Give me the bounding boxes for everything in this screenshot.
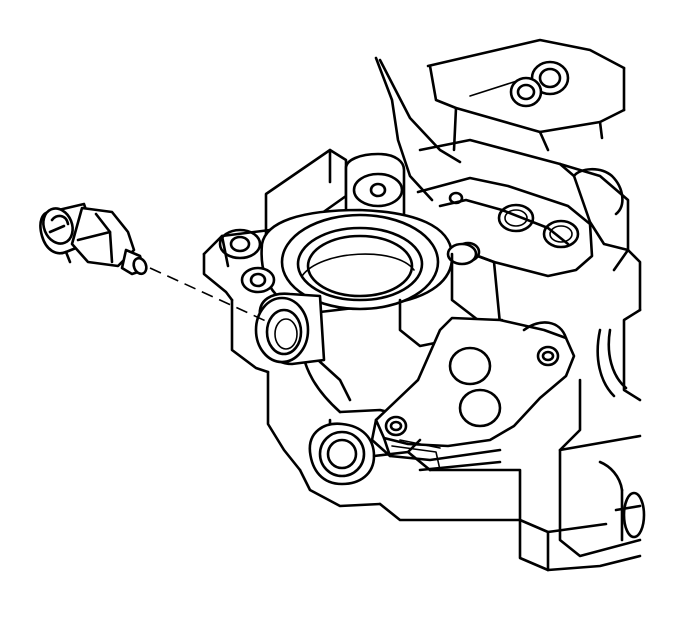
installation-line	[149, 267, 269, 323]
gasket-surface	[416, 176, 594, 278]
lower-base	[298, 422, 522, 522]
bracket-stud	[509, 60, 570, 108]
main-housing	[202, 148, 524, 472]
sensor-unit	[39, 202, 148, 276]
right-casting	[418, 138, 646, 572]
upper-bracket	[374, 38, 626, 202]
cover-plate	[370, 316, 576, 462]
sensor-port	[254, 292, 326, 366]
